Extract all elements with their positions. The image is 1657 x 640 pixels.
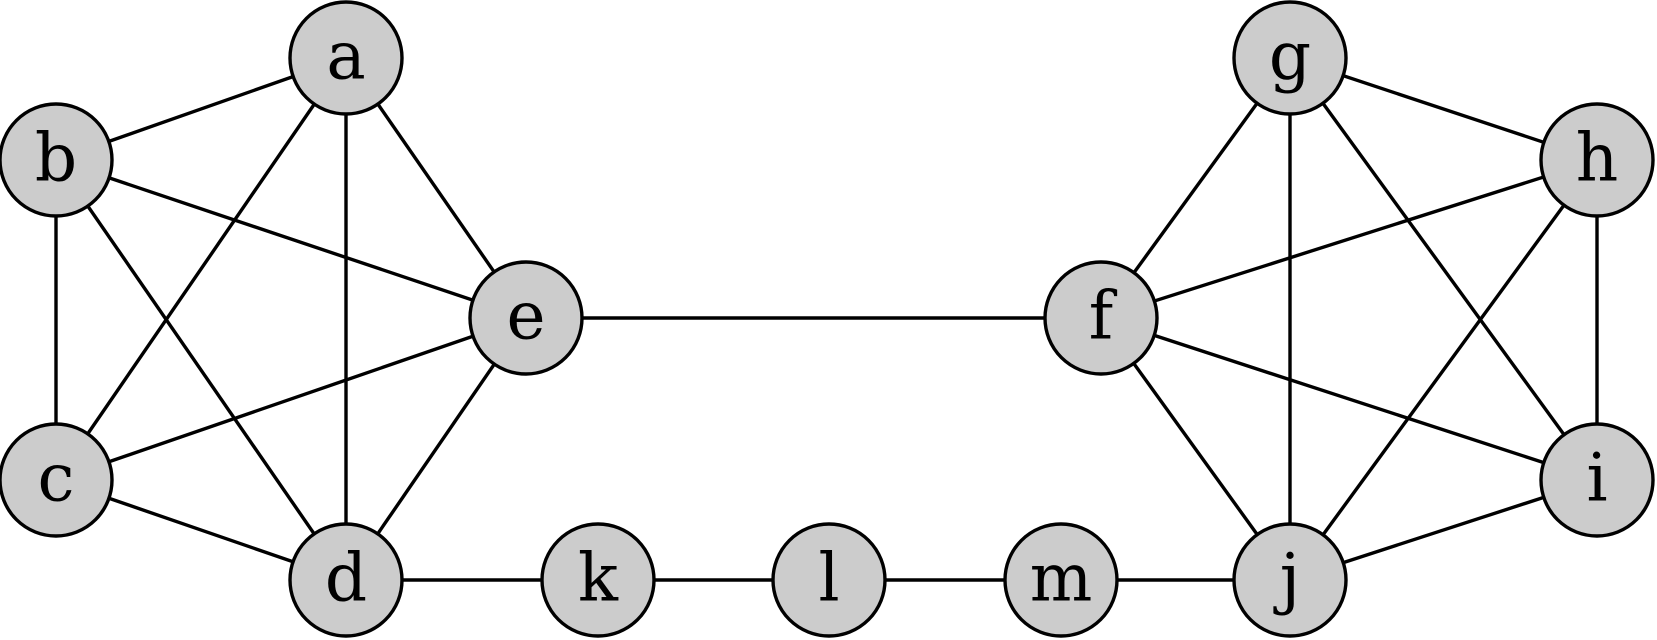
node-circle-a bbox=[288, 0, 404, 116]
node-label-c: c bbox=[38, 440, 75, 517]
node-circle-b bbox=[0, 102, 114, 218]
node-label-d: d bbox=[325, 540, 367, 617]
node-a: a bbox=[288, 0, 404, 116]
node-j: j bbox=[1232, 522, 1348, 638]
node-circle-d bbox=[288, 522, 404, 638]
edge-b-e bbox=[55, 158, 527, 320]
edge-g-i bbox=[1288, 56, 1599, 482]
node-circle-k bbox=[540, 522, 656, 638]
edge-a-c bbox=[54, 57, 348, 481]
node-label-k: k bbox=[578, 540, 619, 617]
edge-h-j bbox=[1288, 158, 1599, 582]
node-circle-l bbox=[771, 522, 887, 638]
node-g: g bbox=[1232, 0, 1348, 116]
node-label-a: a bbox=[326, 18, 365, 95]
node-b: b bbox=[0, 102, 114, 218]
node-l: l bbox=[771, 522, 887, 638]
node-label-i: i bbox=[1586, 440, 1607, 517]
node-circle-c bbox=[0, 422, 114, 538]
node-circle-h bbox=[1539, 102, 1655, 218]
node-circle-m bbox=[1003, 522, 1119, 638]
edge-c-e bbox=[55, 316, 527, 482]
edge-f-i bbox=[1100, 316, 1598, 482]
node-label-m: m bbox=[1030, 540, 1093, 617]
node-d: d bbox=[288, 522, 404, 638]
node-f: f bbox=[1043, 260, 1159, 376]
node-circle-e bbox=[468, 260, 584, 376]
node-h: h bbox=[1539, 102, 1655, 218]
edge-b-d bbox=[54, 159, 348, 581]
node-label-e: e bbox=[506, 278, 545, 355]
node-k: k bbox=[540, 522, 656, 638]
node-label-f: f bbox=[1089, 278, 1118, 355]
node-circle-f bbox=[1043, 260, 1159, 376]
node-i: i bbox=[1539, 422, 1655, 538]
node-circle-g bbox=[1232, 0, 1348, 116]
node-label-b: b bbox=[35, 120, 77, 197]
graph-edges bbox=[54, 56, 1599, 582]
edge-f-h bbox=[1100, 158, 1598, 320]
node-m: m bbox=[1003, 522, 1119, 638]
node-e: e bbox=[468, 260, 584, 376]
node-c: c bbox=[0, 422, 114, 538]
node-label-h: h bbox=[1576, 120, 1619, 197]
node-label-l: l bbox=[818, 540, 839, 617]
node-circle-i bbox=[1539, 422, 1655, 538]
node-label-g: g bbox=[1269, 18, 1311, 95]
node-circle-j bbox=[1232, 522, 1348, 638]
